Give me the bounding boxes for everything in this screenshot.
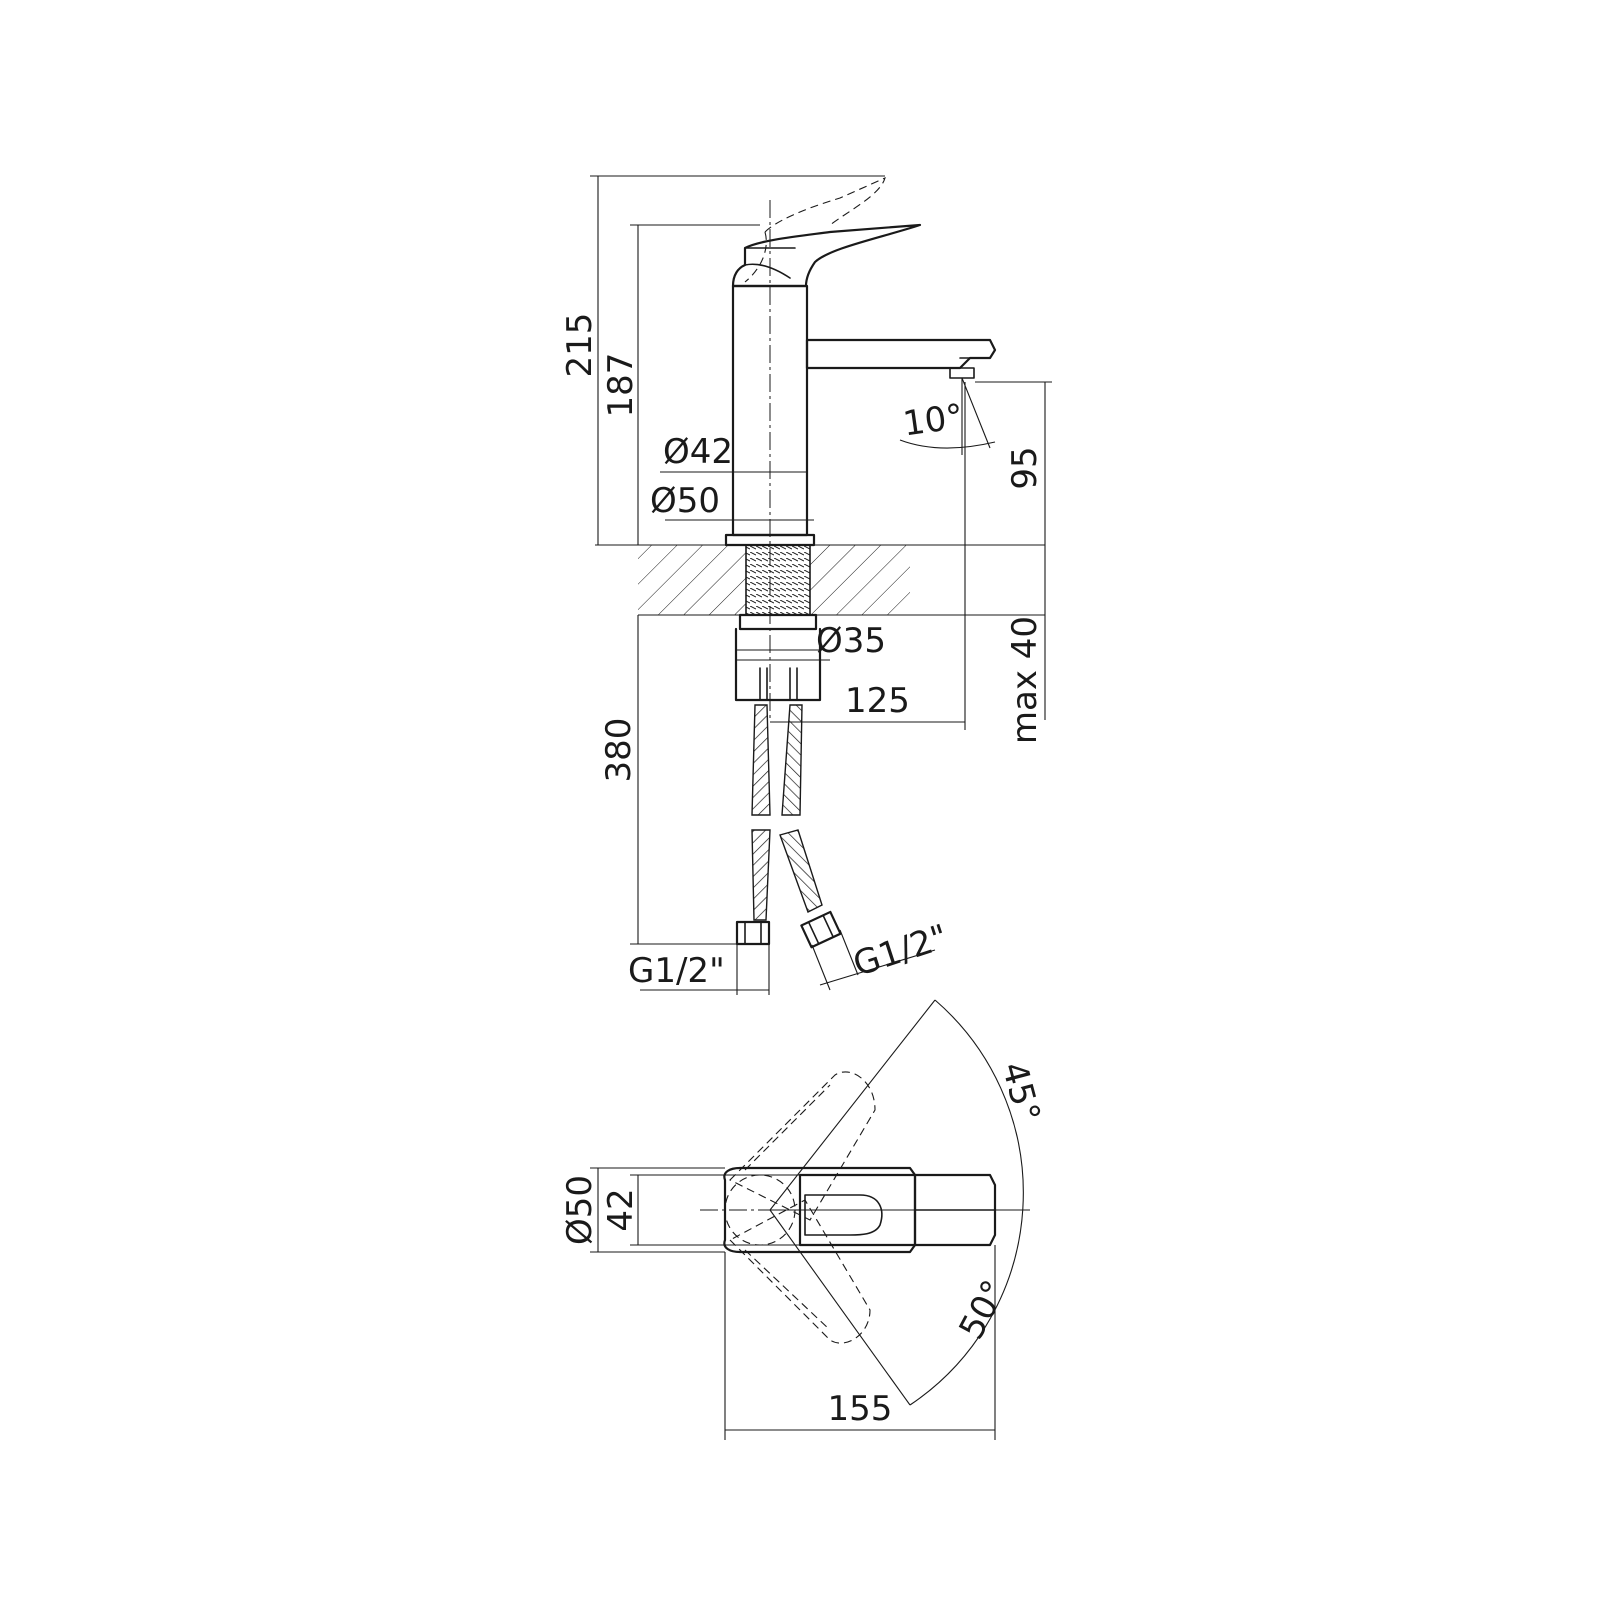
faucet-body [724,200,816,720]
dim-base-diameter: Ø50 [650,481,720,521]
dim-max-counter: max 40 [1005,616,1045,744]
lever-raised-position [744,177,886,283]
dim-top-base-diameter: Ø50 [560,1175,600,1245]
dim-rotation-cold: 50° [951,1274,1015,1346]
spout [805,338,997,379]
dim-body-diameter: Ø42 [663,432,733,472]
dim-top-length: 155 [828,1389,893,1429]
top-body [700,1166,1030,1254]
dim-connector-left: G1/2" [628,951,725,991]
dim-lever-height: 187 [601,353,641,418]
top-dimensions [590,1167,996,1440]
dim-rotation-hot: 45° [994,1058,1048,1127]
dim-shank-diameter: Ø35 [816,621,886,661]
top-view: Ø50 42 45° 50° 155 [560,999,1048,1440]
dim-connector-right: G1/2" [848,917,952,985]
lever-handle [731,223,922,288]
dim-total-height: 215 [560,313,600,378]
dim-spout-clearance: 95 [1005,446,1045,489]
dim-hose-length: 380 [599,718,639,783]
countertop-section [595,544,1045,616]
rotation-arc [769,999,1028,1406]
dim-spout-angle: 10° [901,397,966,445]
supply-hoses [735,704,842,949]
mounting-shank [734,544,822,702]
side-dimensions [590,175,1052,995]
side-view: 215 187 Ø42 Ø50 10° 95 Ø35 125 max 40 38… [560,175,1052,995]
dim-spout-reach: 125 [845,681,910,721]
dim-top-body-diameter: 42 [601,1188,641,1231]
